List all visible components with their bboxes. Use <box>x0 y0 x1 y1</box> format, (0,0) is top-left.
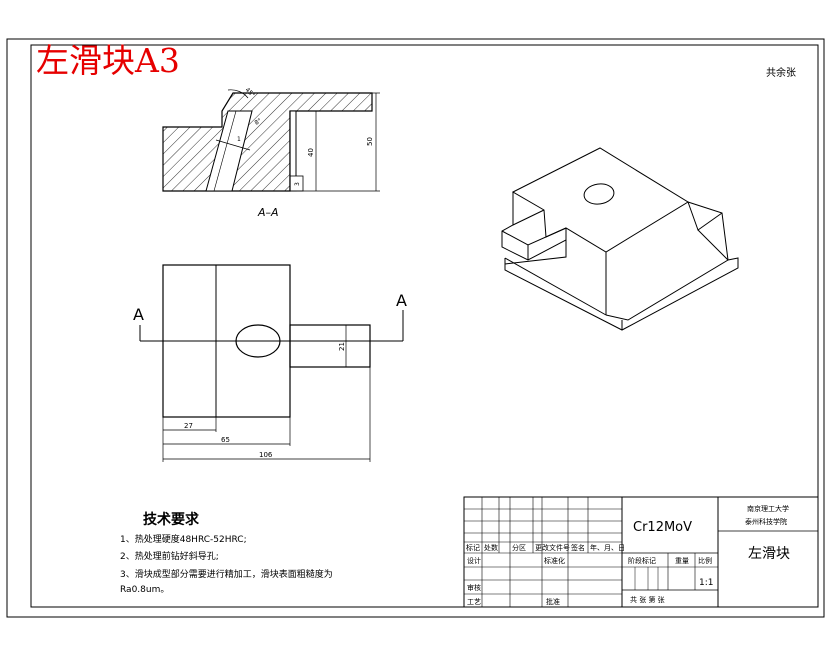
scale-value: 1:1 <box>699 578 713 588</box>
dim-gap-1: 1 <box>237 136 241 143</box>
row-review: 审核 <box>467 583 481 592</box>
outer-border <box>6 38 825 618</box>
section-view: 50 40 3 45° 8° 1 A–A <box>162 86 380 219</box>
hdr-date: 年、月、日 <box>590 543 625 552</box>
dim-height-40: 40 <box>307 148 315 157</box>
dim-step-3: 3 <box>294 182 301 186</box>
top-view: A A 21 27 65 106 <box>133 264 407 462</box>
corner-note: 共余张 <box>766 66 796 79</box>
row-design: 设计 <box>467 556 481 565</box>
dim-slot-21: 21 <box>338 342 346 351</box>
title-block: Cr12MoV 南京理工大学 泰州科技学院 左滑块 1:1 标记 处数 分区 更… <box>463 496 819 608</box>
row-std: 标准化 <box>544 556 565 565</box>
tech-item-1: 1、热处理硬度48HRC-52HRC; <box>120 533 247 545</box>
material: Cr12MoV <box>633 520 692 535</box>
tech-item-4: Ra0.8um。 <box>120 585 169 595</box>
tech-item-3: 3、滑块成型部分需要进行精加工，滑块表面粗糙度为 <box>120 568 333 580</box>
tech-item-2: 2、热处理前钻好斜导孔; <box>120 550 219 562</box>
section-mark-left: A <box>133 305 144 324</box>
hdr-zone: 分区 <box>512 543 526 552</box>
hdr-mark: 标记 <box>466 543 480 552</box>
stage-mark: 阶段标记 <box>628 556 656 565</box>
dim-height-50: 50 <box>366 137 374 146</box>
dim-106: 106 <box>259 451 273 459</box>
ratio-label: 比例 <box>698 556 712 565</box>
iso-guide-hole <box>583 183 615 205</box>
inclined-hole <box>205 110 253 192</box>
weight-label: 重量 <box>675 557 689 565</box>
school-line-2: 泰州科技学院 <box>745 517 787 526</box>
tech-heading: 技术要求 <box>143 511 200 528</box>
row-process: 工艺 <box>467 598 481 606</box>
angle-b: 8° <box>254 117 263 126</box>
row-approve: 批准 <box>546 597 560 606</box>
dim-65: 65 <box>221 436 230 444</box>
hdr-change: 更改文件号 <box>535 543 570 552</box>
title-stamp: 左滑块A3 <box>36 41 180 80</box>
tech-requirements: 技术要求 1、热处理硬度48HRC-52HRC; 2、热处理前钻好斜导孔; 3、… <box>120 511 333 595</box>
sheet-count: 共 张 第 张 <box>630 595 665 604</box>
part-name: 左滑块 <box>748 545 790 562</box>
section-body <box>162 92 373 192</box>
isometric-view <box>501 147 739 331</box>
dim-27: 27 <box>184 422 193 430</box>
school-line-1: 南京理工大学 <box>747 504 789 513</box>
hdr-count: 处数 <box>484 543 498 552</box>
section-mark-right: A <box>396 291 407 310</box>
section-label: A–A <box>257 206 279 219</box>
hdr-sign: 签名 <box>571 543 585 552</box>
inner-border <box>30 44 819 608</box>
